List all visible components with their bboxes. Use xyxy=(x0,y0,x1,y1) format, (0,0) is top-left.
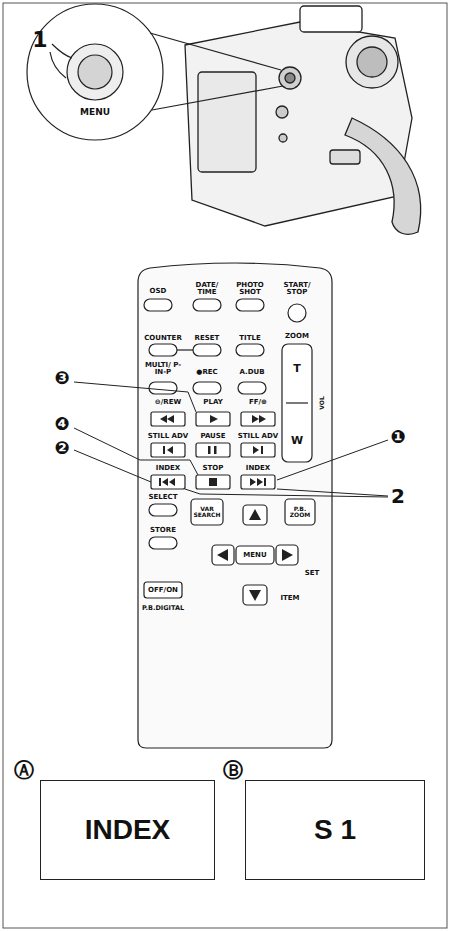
button-name: START/ STOP xyxy=(280,282,314,296)
button-name: VAR SEARCH xyxy=(192,506,222,518)
button-name: PLAY xyxy=(203,399,222,406)
button-name: COUNTER xyxy=(144,335,182,342)
step-number: 2 xyxy=(391,486,405,506)
button-name: ●REC xyxy=(196,369,217,376)
button-name: PHOTO SHOT xyxy=(234,282,266,296)
button-name: INDEX xyxy=(156,465,180,472)
button-name: STOP xyxy=(203,465,224,472)
button-symbols xyxy=(159,415,293,601)
display-text: INDEX xyxy=(85,814,171,846)
button-name: SET xyxy=(305,570,320,577)
page-frame xyxy=(3,3,447,928)
button-name: P.B. ZOOM xyxy=(286,506,314,518)
step-number: 1 xyxy=(32,29,47,51)
button-name: STILL ADV xyxy=(238,433,278,440)
callout-number: ❸ xyxy=(54,369,69,387)
button-name: STORE xyxy=(150,527,176,534)
display-screen: S 1 xyxy=(245,780,425,880)
remote-control xyxy=(138,263,332,748)
button-name: MENU xyxy=(243,552,266,559)
button-name: RESET xyxy=(195,335,220,342)
camcorder-figure xyxy=(185,6,421,234)
dial-name: MENU xyxy=(80,108,110,117)
button-name: A.DUB xyxy=(239,369,264,376)
menu-dial-inset xyxy=(27,4,283,140)
display-screen: INDEX xyxy=(40,780,215,880)
zoom-mark: T xyxy=(293,363,301,374)
button-group-name: P.B.DIGITAL xyxy=(142,605,184,612)
button-name: OFF/ON xyxy=(148,587,178,594)
callout-number: ❶ xyxy=(390,428,405,446)
display-letter: Ⓑ xyxy=(223,760,243,780)
button-name: MULTI/ P-IN-P xyxy=(144,362,182,376)
button-name: STILL ADV xyxy=(148,433,188,440)
button-name: FF/⊕ xyxy=(249,399,267,406)
display-letter: Ⓐ xyxy=(14,760,34,780)
volume-mark: VOL xyxy=(319,396,325,409)
button-name: TITLE xyxy=(239,335,260,342)
callout-number: ❹ xyxy=(54,415,69,433)
leader-lines xyxy=(74,382,388,497)
button-name: DATE/ TIME xyxy=(191,282,223,296)
button-name: ⊖/REW xyxy=(155,399,181,406)
button-name: OSD xyxy=(150,288,167,295)
button-name: ITEM xyxy=(280,595,299,602)
display-text: S 1 xyxy=(314,814,356,846)
button-name: SELECT xyxy=(149,494,178,501)
button-name: ZOOM xyxy=(285,333,309,340)
zoom-mark: W xyxy=(291,435,303,446)
callout-number: ❷ xyxy=(54,439,69,457)
button-name: PAUSE xyxy=(200,433,225,440)
button-name: INDEX xyxy=(246,465,270,472)
